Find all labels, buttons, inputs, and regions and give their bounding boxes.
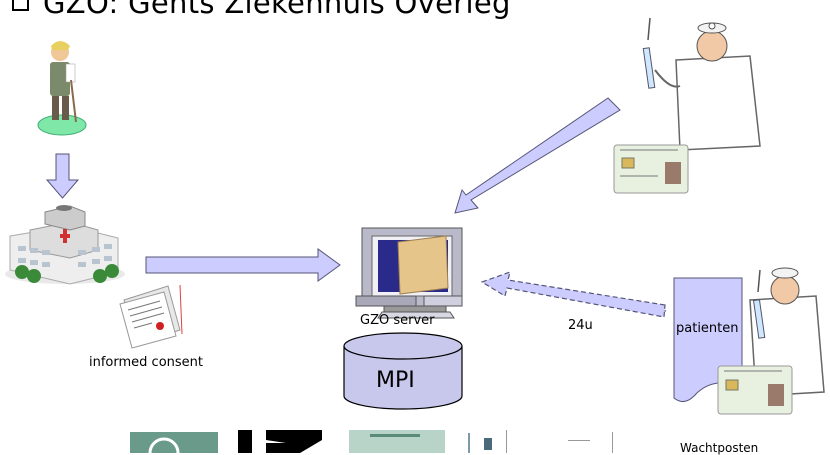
arrow-hospital-to-server xyxy=(145,248,341,282)
patienten-label: patienten xyxy=(676,321,739,336)
server-computer-icon xyxy=(355,227,463,319)
mpi-database-icon xyxy=(343,332,463,410)
id-card-icon xyxy=(613,144,689,194)
dashed-arrow-body xyxy=(480,271,666,318)
doctor-with-syringe-icon xyxy=(642,17,761,151)
wachtposten-label: Wachtposten xyxy=(680,441,759,455)
arrow-down-to-hospital xyxy=(45,153,80,199)
interval-label: 24u xyxy=(568,318,593,333)
hospital-icon xyxy=(5,205,125,285)
arrow-doctor-to-server xyxy=(454,97,621,214)
patient-icon xyxy=(37,41,87,136)
page-title-text: GZO: Gents Ziekenhuis Overleg xyxy=(43,0,511,20)
consent-document-icon xyxy=(119,284,183,349)
id-card-icon-2 xyxy=(717,365,793,415)
gzo-server-label: GZO server xyxy=(360,313,435,328)
informed-consent-label: informed consent xyxy=(89,355,203,370)
page-title: GZO: Gents Ziekenhuis Overleg xyxy=(12,0,511,20)
checkbox-bullet-icon xyxy=(12,0,29,11)
mpi-label: MPI xyxy=(376,368,415,393)
logo-strip xyxy=(130,430,613,453)
